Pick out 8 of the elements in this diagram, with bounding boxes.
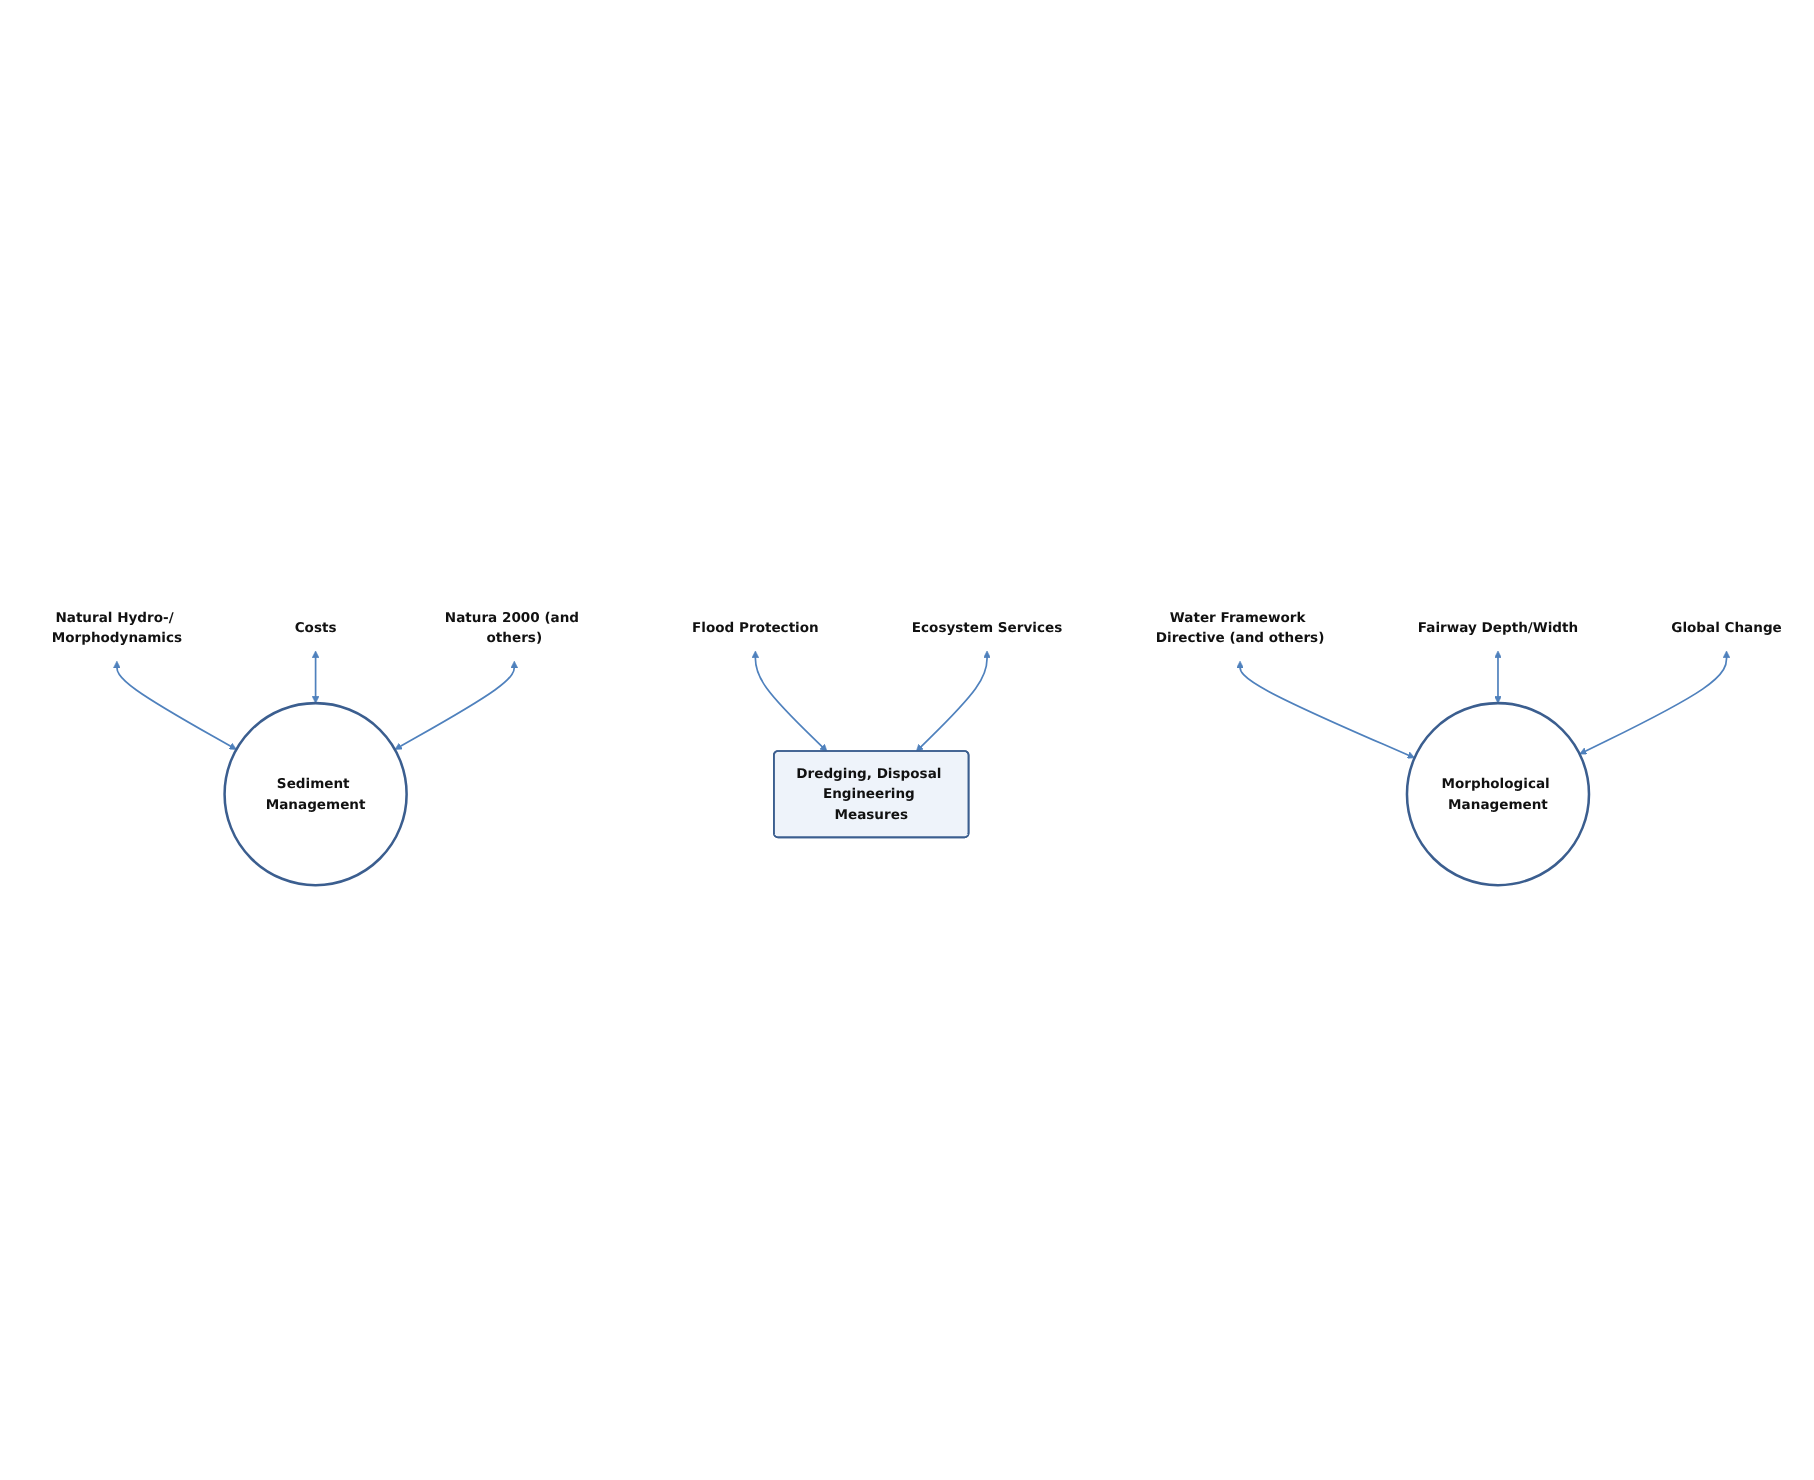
arrow: [394, 660, 519, 750]
arrow: [1579, 650, 1731, 755]
arrow: [311, 650, 320, 704]
arrow: [751, 650, 828, 752]
arrow: [1236, 660, 1415, 759]
arrow: [113, 660, 237, 750]
arrow: [915, 650, 991, 752]
arrow: [1494, 650, 1502, 704]
